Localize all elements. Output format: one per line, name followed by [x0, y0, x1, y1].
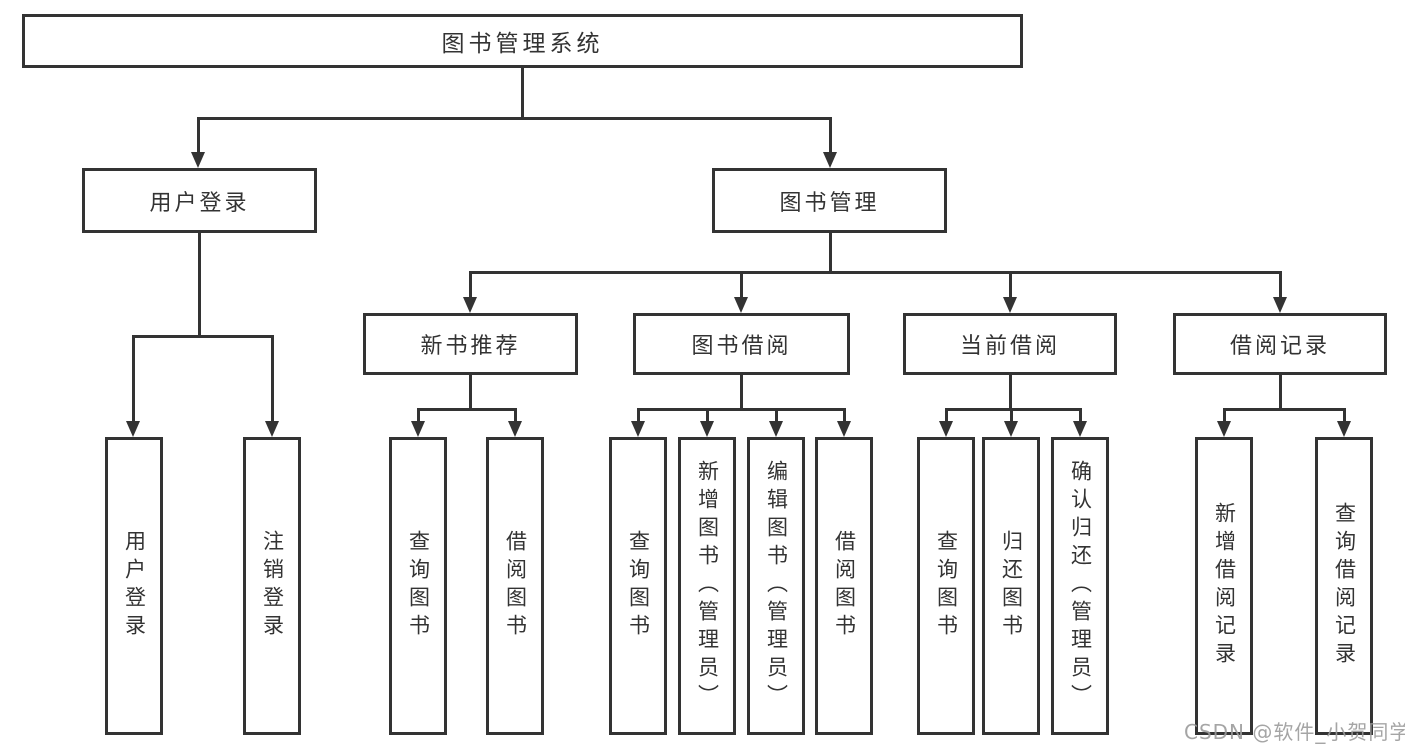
connector-drop-borrow-recommend [513, 408, 517, 423]
arrow-user-login [191, 152, 205, 168]
arrow-return-book [1004, 421, 1018, 437]
node-library-system-label: 图书管理系统 [441, 31, 604, 57]
connector-drop-add-book [705, 408, 709, 423]
arrow-edit-book [769, 421, 783, 437]
node-book-management-label: 图书管理 [779, 190, 880, 216]
leaf-add-borrow-record-label: 新增借阅记录 [1212, 502, 1237, 670]
connector-drop-query-record [1342, 408, 1346, 423]
arrow-book-borrowing [734, 297, 748, 313]
leaf-borrow-books-recommend-label: 借阅图书 [503, 530, 528, 642]
leaf-query-borrow-record: 查询借阅记录 [1315, 437, 1373, 735]
connector-current-trunk [1008, 375, 1012, 411]
leaf-confirm-return-admin-label: 确认归还（管理员） [1068, 460, 1093, 712]
leaf-confirm-return-admin: 确认归还（管理员） [1051, 437, 1109, 735]
connector-book-management-trunk [828, 233, 832, 271]
arrow-borrowing-records [1273, 297, 1287, 313]
connector-borrowing-trunk [739, 375, 743, 411]
arrow-book-management [823, 152, 837, 168]
leaf-query-borrow-record-label: 查询借阅记录 [1332, 502, 1357, 670]
arrow-confirm-return [1073, 421, 1087, 437]
connector-user-login-fork [131, 335, 274, 338]
leaf-query-books-recommend-label: 查询图书 [406, 530, 431, 642]
arrow-borrow-recommend [508, 421, 522, 437]
leaf-user-login-label: 用户登录 [122, 530, 147, 642]
arrow-leaf-user-login [126, 421, 140, 437]
connector-drop-leaf-user-login [131, 335, 135, 423]
connector-drop-return-book [1009, 408, 1013, 423]
connector-level2-branch [468, 271, 1282, 274]
leaf-edit-book-admin-label: 编辑图书（管理员） [764, 460, 789, 712]
leaf-borrow-books-borrowing-label: 借阅图书 [832, 530, 857, 642]
leaf-logout: 注销登录 [243, 437, 301, 735]
arrow-borrow-book [837, 421, 851, 437]
connector-drop-borrowing-records [1278, 271, 1282, 300]
arrow-query-recommend [411, 421, 425, 437]
connector-drop-borrow-book [842, 408, 846, 423]
node-current-borrowing-label: 当前借阅 [959, 334, 1060, 359]
connector-root-trunk [520, 68, 524, 120]
connector-drop-query-recommend [416, 408, 420, 423]
node-user-login: 用户登录 [82, 168, 317, 233]
connector-level1-branch [196, 117, 832, 120]
leaf-return-book: 归还图书 [982, 437, 1040, 735]
node-borrowing-records: 借阅记录 [1173, 313, 1387, 375]
arrow-query-current [939, 421, 953, 437]
leaf-add-book-admin-label: 新增图书（管理员） [695, 460, 720, 712]
arrow-leaf-logout [265, 421, 279, 437]
leaf-query-books-borrowing: 查询图书 [609, 437, 667, 735]
leaf-query-books-recommend: 查询图书 [389, 437, 447, 735]
arrow-query-borrowing [631, 421, 645, 437]
node-library-system: 图书管理系统 [22, 14, 1023, 68]
leaf-borrow-books-borrowing: 借阅图书 [815, 437, 873, 735]
node-current-borrowing: 当前借阅 [903, 313, 1117, 375]
connector-drop-user-login [196, 117, 200, 154]
connector-drop-add-record [1222, 408, 1226, 423]
connector-drop-query-current [944, 408, 948, 423]
leaf-borrow-books-recommend: 借阅图书 [486, 437, 544, 735]
leaf-return-book-label: 归还图书 [999, 530, 1024, 642]
connector-recommend-trunk [468, 375, 472, 411]
arrow-add-record [1217, 421, 1231, 437]
node-new-book-recommend: 新书推荐 [363, 313, 578, 375]
csdn-watermark: CSDN @软件_小贺同学 [1184, 720, 1405, 744]
node-book-borrowing: 图书借阅 [633, 313, 850, 375]
leaf-user-login: 用户登录 [105, 437, 163, 735]
arrow-add-book [700, 421, 714, 437]
connector-current-fork [944, 408, 1082, 411]
leaf-add-book-admin: 新增图书（管理员） [678, 437, 736, 735]
connector-drop-current-borrowing [1008, 271, 1012, 300]
leaf-query-books-current: 查询图书 [917, 437, 975, 735]
connector-drop-query-borrowing [636, 408, 640, 423]
leaf-add-borrow-record: 新增借阅记录 [1195, 437, 1253, 735]
connector-drop-book-management [828, 117, 832, 154]
arrow-new-book-recommend [463, 297, 477, 313]
connector-recommend-fork [416, 408, 517, 411]
leaf-query-books-borrowing-label: 查询图书 [626, 530, 651, 642]
node-book-management: 图书管理 [712, 168, 947, 233]
leaf-edit-book-admin: 编辑图书（管理员） [747, 437, 805, 735]
connector-drop-book-borrowing [739, 271, 743, 300]
connector-user-login-trunk [197, 233, 201, 338]
connector-drop-confirm-return [1078, 408, 1082, 423]
connector-records-trunk [1278, 375, 1282, 411]
leaf-logout-label: 注销登录 [260, 530, 285, 642]
leaf-query-books-current-label: 查询图书 [934, 530, 959, 642]
node-borrowing-records-label: 借阅记录 [1229, 334, 1330, 359]
arrow-current-borrowing [1003, 297, 1017, 313]
connector-drop-edit-book [774, 408, 778, 423]
node-new-book-recommend-label: 新书推荐 [420, 334, 521, 359]
node-book-borrowing-label: 图书借阅 [691, 334, 792, 359]
connector-records-fork [1222, 408, 1346, 411]
connector-drop-new-book-recommend [468, 271, 472, 300]
connector-borrowing-fork [636, 408, 846, 411]
connector-drop-leaf-logout [270, 335, 274, 423]
arrow-query-record [1337, 421, 1351, 437]
node-user-login-label: 用户登录 [149, 190, 250, 216]
